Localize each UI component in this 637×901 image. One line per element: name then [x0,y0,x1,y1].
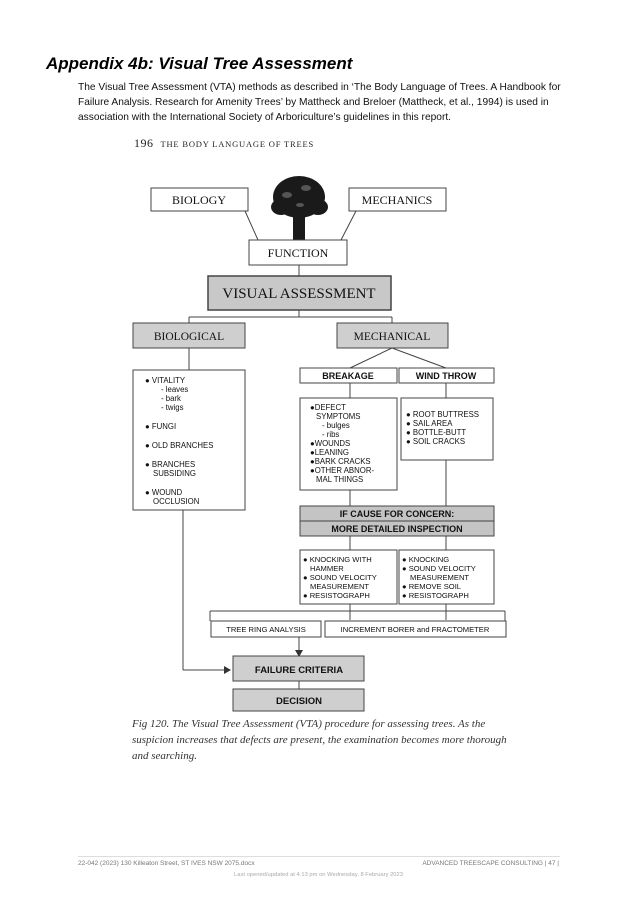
svg-text:● KNOCKING: ● KNOCKING [402,555,449,564]
svg-text:HAMMER: HAMMER [310,564,344,573]
breakage-label: BREAKAGE [322,371,374,381]
svg-text:● REMOVE SOIL: ● REMOVE SOIL [402,582,461,591]
footer-company-page: ADVANCED TREESCAPE CONSULTING | 47 | [422,860,559,867]
book-page-number: 196 [134,136,154,150]
svg-text:● BRANCHES: ● BRANCHES [145,460,195,469]
inspection-right-list: ● KNOCKING ● SOUND VELOCITY MEASUREMENT … [402,555,476,600]
svg-text:● SOUND VELOCITY: ● SOUND VELOCITY [402,564,476,573]
svg-text:SUBSIDING: SUBSIDING [153,469,196,478]
page-heading: Appendix 4b: Visual Tree Assessment [46,54,353,73]
svg-text:●LEANING: ●LEANING [310,448,349,457]
book-title: THE BODY LANGUAGE OF TREES [160,139,314,149]
svg-text:●BARK CRACKS: ●BARK CRACKS [310,457,371,466]
biological-label: BIOLOGICAL [154,331,224,343]
biology-label: BIOLOGY [172,193,226,207]
tree-ring-label: TREE RING ANALYSIS [226,625,306,634]
breakage-list: ●DEFECT SYMPTOMS - bulges - ribs ●WOUNDS… [310,403,374,484]
svg-text:- ribs: - ribs [322,430,339,439]
svg-text:● ROOT BUTTRESS: ● ROOT BUTTRESS [406,410,479,419]
mechanics-label: MECHANICS [362,193,433,207]
footer-last-updated: Last opened/updated at 4:13 pm on Wednes… [234,872,403,878]
svg-text:●OTHER ABNOR-: ●OTHER ABNOR- [310,466,374,475]
svg-text:● OLD BRANCHES: ● OLD BRANCHES [145,441,213,450]
increment-borer-label: INCREMENT BORER and FRACTOMETER [341,625,490,634]
svg-text:● RESISTOGRAPH: ● RESISTOGRAPH [402,591,469,600]
book-page-header: 196 THE BODY LANGUAGE OF TREES [134,136,314,151]
svg-text:● VITALITY: ● VITALITY [145,376,186,385]
svg-text:- leaves: - leaves [161,385,188,394]
svg-text:● SAIL AREA: ● SAIL AREA [406,419,453,428]
svg-text:● FUNGI: ● FUNGI [145,422,176,431]
svg-text:- bulges: - bulges [322,421,350,430]
wind-throw-label: WIND THROW [416,371,477,381]
svg-text:●WOUNDS: ●WOUNDS [310,439,350,448]
svg-text:● RESISTOGRAPH: ● RESISTOGRAPH [303,591,370,600]
visual-assessment-label: VISUAL ASSESSMENT [222,286,375,302]
svg-text:SYMPTOMS: SYMPTOMS [316,412,360,421]
svg-text:MEASUREMENT: MEASUREMENT [310,582,369,591]
svg-text:● SOIL CRACKS: ● SOIL CRACKS [406,437,465,446]
svg-text:● WOUND: ● WOUND [145,488,183,497]
function-label: FUNCTION [268,246,329,260]
svg-text:● SOUND VELOCITY: ● SOUND VELOCITY [303,573,377,582]
inspection-left-list: ● KNOCKING WITH HAMMER ● SOUND VELOCITY … [303,555,377,600]
svg-text:●DEFECT: ●DEFECT [310,403,346,412]
tree-icon [271,176,328,240]
svg-text:OCCLUSION: OCCLUSION [153,497,199,506]
svg-text:- twigs: - twigs [161,403,184,412]
wind-throw-list: ● ROOT BUTTRESS ● SAIL AREA ● BOTTLE-BUT… [406,410,479,446]
figure-caption: Fig 120. The Visual Tree Assessment (VTA… [132,718,507,762]
mechanical-label: MECHANICAL [354,331,431,343]
concern-label: IF CAUSE FOR CONCERN: [340,509,455,519]
failure-criteria-label: FAILURE CRITERIA [255,665,343,676]
svg-text:● KNOCKING WITH: ● KNOCKING WITH [303,555,372,564]
svg-text:- bark: - bark [161,394,181,403]
svg-text:MAL THINGS: MAL THINGS [316,475,363,484]
footer-document-name: 22-042 (2023) 130 Killeaton Street, ST I… [78,860,255,867]
intro-paragraph: The Visual Tree Assessment (VTA) methods… [78,82,561,123]
svg-text:● BOTTLE-BUTT: ● BOTTLE-BUTT [406,428,466,437]
footer-divider [78,856,560,857]
biological-list: ● VITALITY - leaves - bark - twigs ● FUN… [145,376,213,506]
detailed-inspection-label: MORE DETAILED INSPECTION [331,524,462,534]
decision-label: DECISION [276,696,322,707]
svg-text:MEASUREMENT: MEASUREMENT [410,573,469,582]
